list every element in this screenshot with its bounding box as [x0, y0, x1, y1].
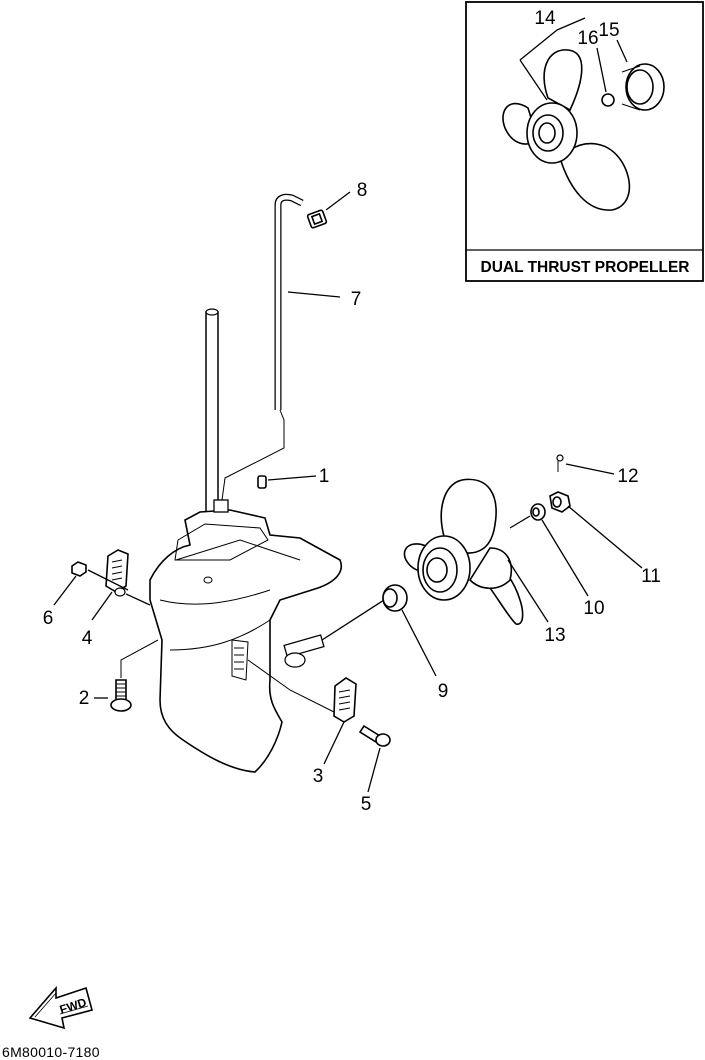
propeller-nut-11-drawing	[549, 491, 571, 513]
callout-6: 6	[43, 608, 54, 629]
water-tube-drawing	[213, 193, 304, 513]
callout-16: 16	[577, 28, 598, 49]
lower-unit-casing-drawing	[149, 308, 342, 773]
callout-2: 2	[79, 688, 90, 709]
bolt-5-drawing	[358, 724, 391, 747]
anode-4-drawing	[105, 549, 129, 597]
thrust-washer-9-drawing	[382, 584, 408, 612]
callout-10: 10	[583, 598, 604, 619]
callout-4: 4	[82, 628, 93, 649]
callout-8: 8	[357, 180, 368, 201]
thrust-hub-15-drawing	[621, 63, 665, 111]
dual-thrust-propeller-inset: DUAL THRUST PROPELLER 14 15 16	[465, 1, 704, 282]
dowel-pin-drawing	[257, 475, 267, 489]
callout-11: 11	[641, 566, 661, 587]
callout-7: 7	[351, 289, 362, 310]
grommet-drawing	[306, 209, 328, 229]
callout-14: 14	[534, 8, 556, 29]
dual-thrust-propeller-drawing	[502, 49, 631, 211]
washer-10-drawing	[530, 503, 546, 521]
anode-3-drawing	[333, 677, 357, 723]
cotter-pin-12-drawing	[556, 454, 564, 472]
callout-13: 13	[544, 625, 565, 646]
propeller-13-drawing	[403, 478, 524, 625]
callout-3: 3	[313, 766, 324, 787]
fwd-arrow-icon: FWD	[28, 985, 93, 1030]
bolt-6-drawing	[71, 561, 87, 577]
callout-9: 9	[438, 681, 449, 702]
callout-12: 12	[617, 466, 638, 487]
washer-16-drawing	[601, 93, 615, 107]
part-code: 6M80010-7180	[2, 1044, 100, 1060]
inset-caption: DUAL THRUST PROPELLER	[481, 259, 690, 276]
bolt-2-drawing	[110, 679, 132, 712]
callout-5: 5	[361, 794, 372, 815]
callout-15: 15	[598, 20, 619, 41]
callout-1: 1	[319, 466, 330, 487]
